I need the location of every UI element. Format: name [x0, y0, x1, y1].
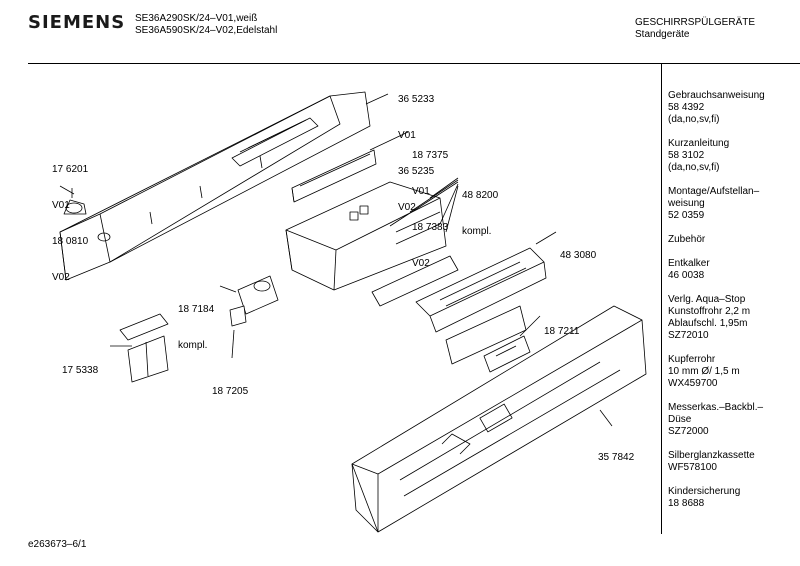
label-483080: 48 3080 [560, 250, 597, 261]
model-line-2: SE36A590SK/24–V02,Edelstahl [135, 25, 278, 36]
sidebar-entry-manual: Gebrauchsanweisung 58 4392 (da,no,sv,fi) [668, 90, 765, 125]
category-line-1: GESCHIRRSPÜLGERÄTE [635, 17, 756, 28]
label-187205: 18 7205 [212, 386, 249, 397]
sidebar-entry-child-lock: Kindersicherung 18 8688 [668, 486, 741, 509]
footer-code: e263673–6/1 [28, 539, 87, 550]
model-list: SE36A290SK/24–V01,weiß SE36A590SK/24–V02… [135, 13, 277, 37]
sidebar-entry-quickguide: Kurzanleitung 58 3102 (da,no,sv,fi) [668, 138, 730, 173]
sidebar-entry-silver-cassette: Silberglanzkassette WF578100 [668, 450, 755, 473]
pcb-board [415, 247, 547, 365]
sidebar-divider [661, 64, 662, 534]
label-357842: 35 7842 [598, 452, 635, 463]
knob-part [63, 188, 87, 215]
category: GESCHIRRSPÜLGERÄTE Standgeräte [635, 17, 755, 41]
label-365233: 36 5233 V01 36 5235 V02 [398, 94, 435, 213]
sensor-part [483, 335, 531, 373]
relay-part [229, 275, 279, 327]
sidebar-entry-descaler: Entkalker 46 0038 [668, 258, 710, 281]
leader-lines [59, 93, 613, 427]
model-line-1: SE36A290SK/24–V01,weiß [135, 13, 258, 24]
sidebar-entry-aquastop: Verlg. Aqua–Stop Kunstoffrohr 2,2 m Abla… [668, 294, 751, 341]
switch-part [119, 313, 169, 383]
sidebar-parts-list: Gebrauchsanweisung 58 4392 (da,no,sv,fi)… [668, 90, 798, 522]
label-176201: 17 6201 V01 18 0810 V02 [52, 164, 89, 283]
door-panel [351, 305, 647, 533]
display-module [291, 149, 377, 203]
label-187211: 18 7211 [544, 326, 580, 337]
label-175338: 17 5338 [62, 365, 99, 376]
brand-logo: SIEMENS [28, 12, 126, 33]
header-rule [28, 63, 800, 64]
label-187184: 18 7184 kompl. [178, 304, 215, 351]
sidebar-entry-copper-pipe: Kupferrohr 10 mm Ø/ 1,5 m WX459700 [668, 354, 740, 389]
sidebar-entry-accessories: Zubehör [668, 234, 706, 245]
label-187375: 18 7375 V01 18 7383 V02 [412, 150, 449, 269]
category-line-2: Standgeräte [635, 29, 690, 40]
control-panel [59, 91, 371, 281]
electronic-module [285, 181, 459, 307]
label-488200: 48 8200 kompl. [462, 190, 499, 237]
sidebar-entry-installation: Montage/Aufstellan– weisung 52 0359 [668, 186, 760, 221]
sidebar-entry-nozzle: Messerkas.–Backbl.– Düse SZ72000 [668, 402, 764, 437]
